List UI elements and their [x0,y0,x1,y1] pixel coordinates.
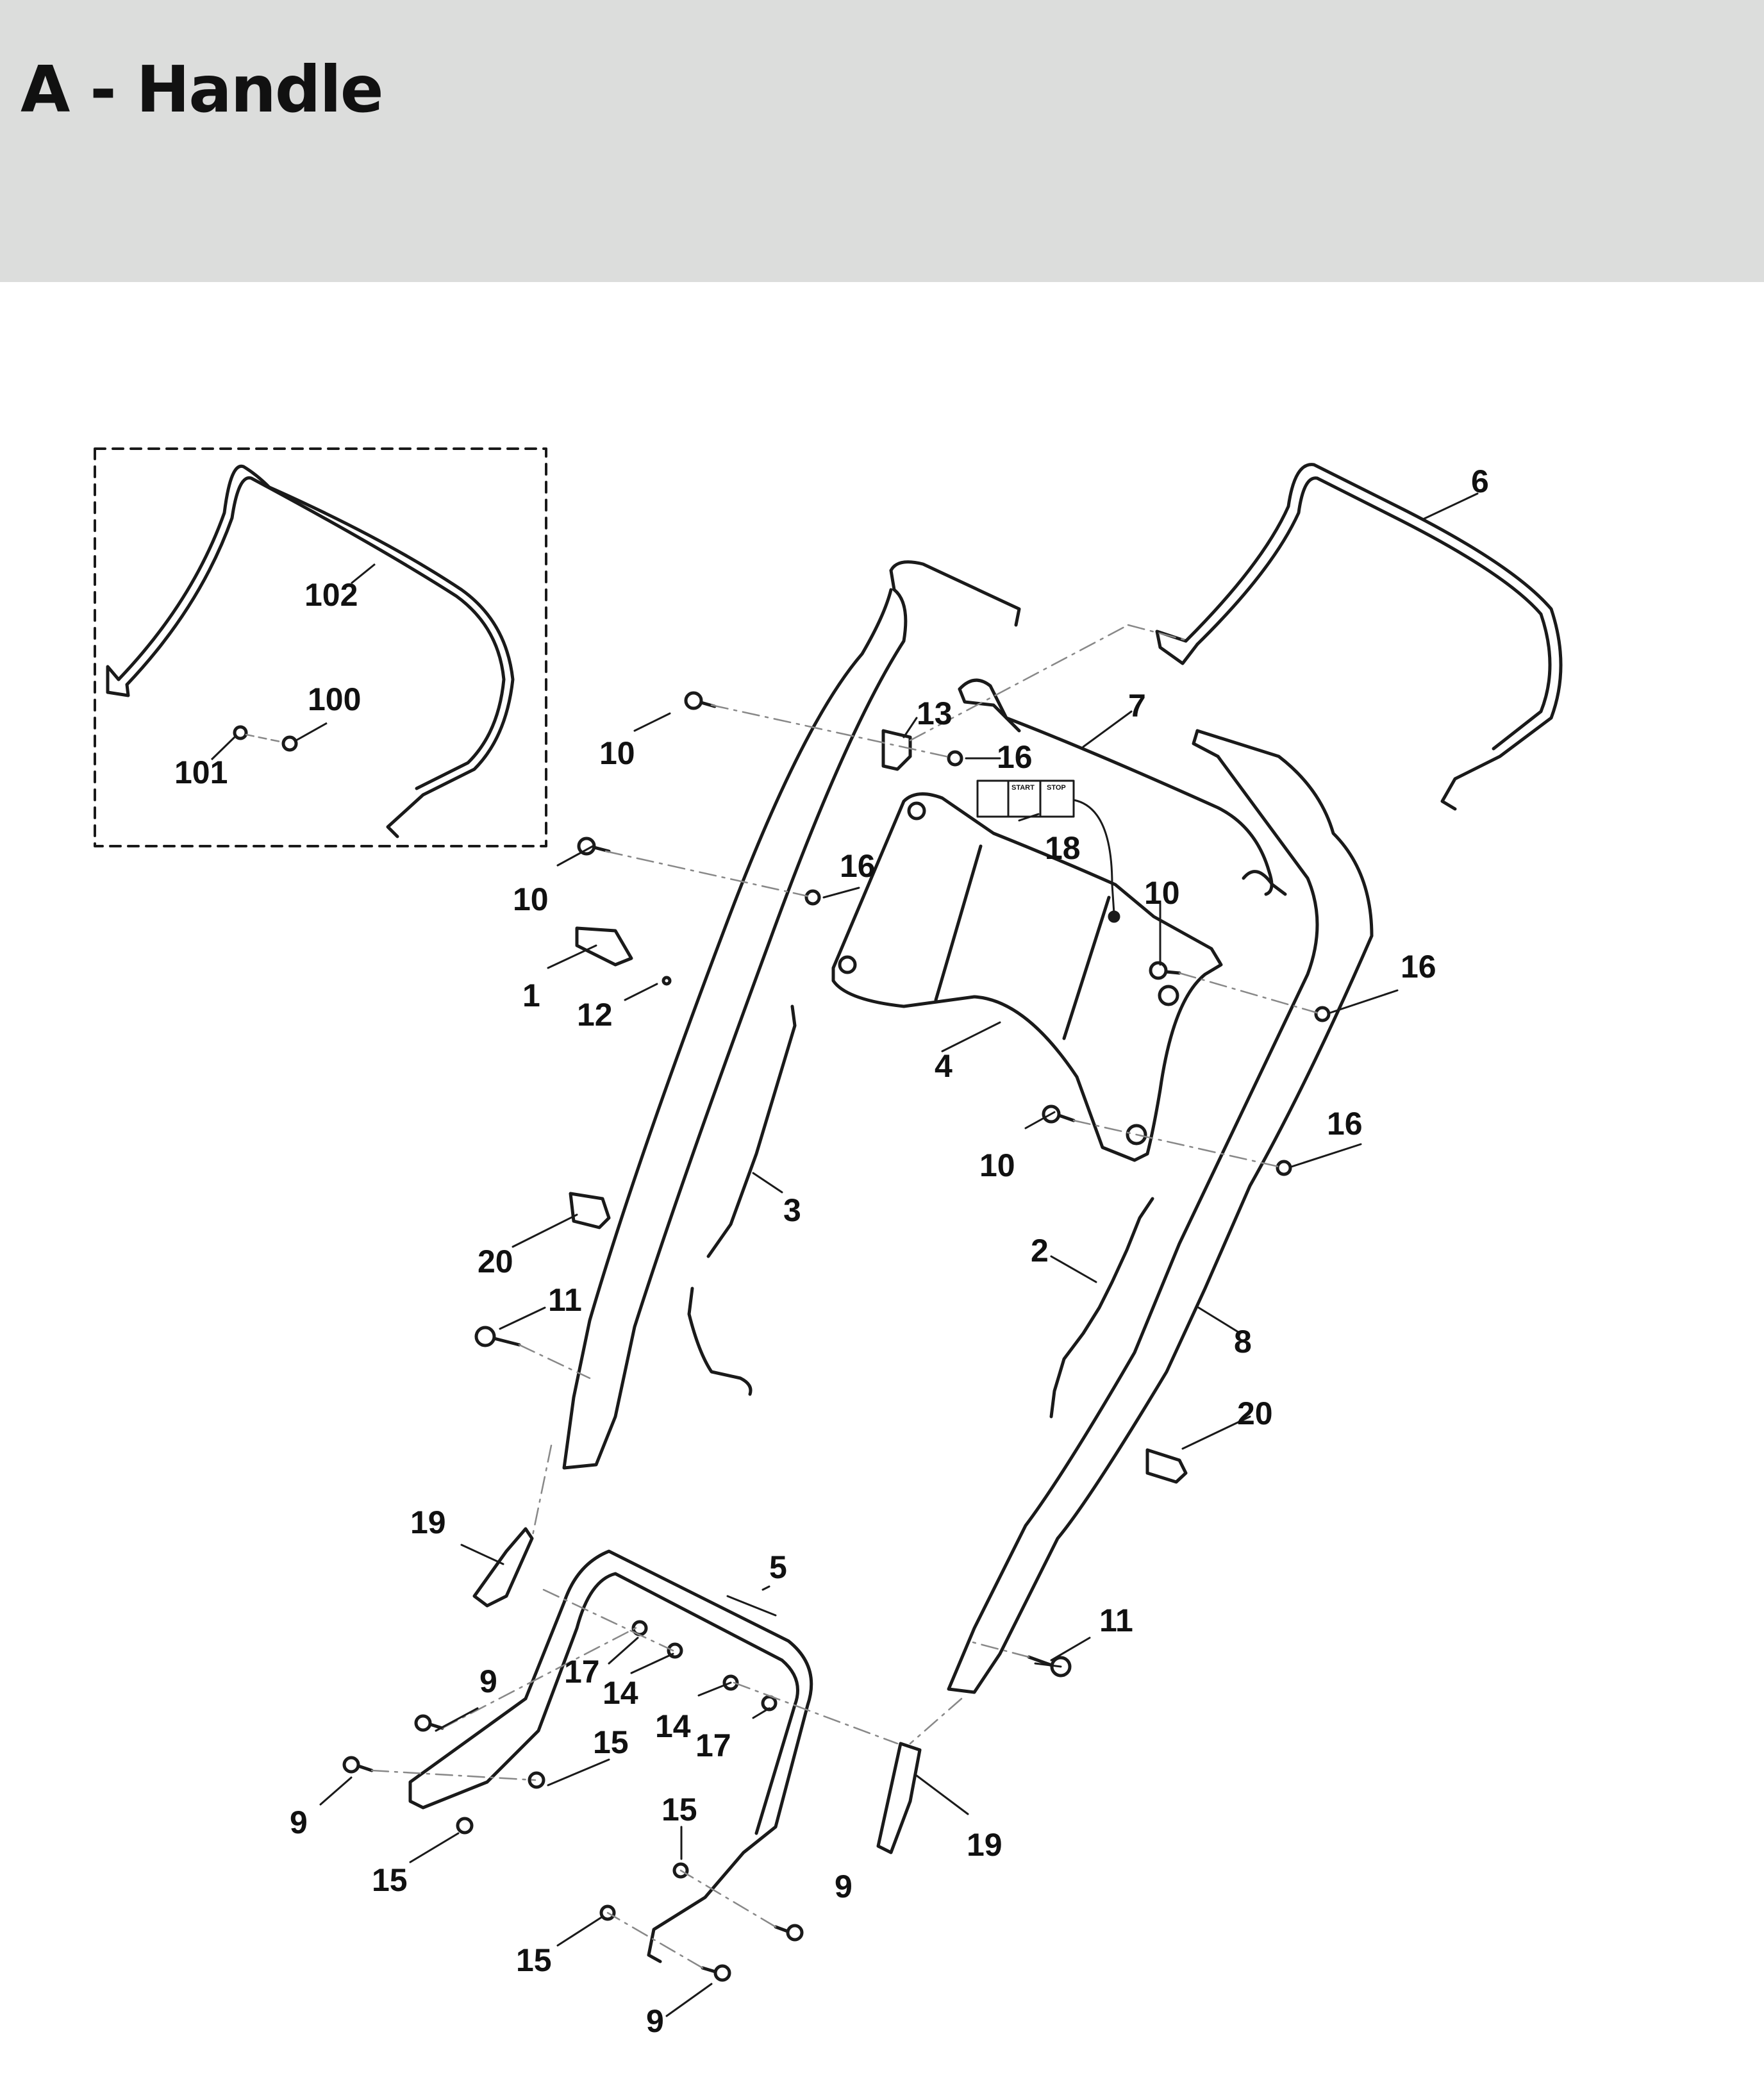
decal-start-label: START [1011,784,1035,792]
callout-20-b: 20 [1237,1395,1273,1431]
callout-10-b: 10 [513,881,549,917]
bolts [342,691,1181,1982]
callout-9-b: 9 [290,1804,308,1840]
callout-16-d: 16 [1327,1106,1363,1142]
part-2-cable [1049,1197,1154,1419]
decal-stop-label: STOP [1047,784,1066,792]
callout-13: 13 [917,695,953,731]
callout-1: 1 [522,978,540,1013]
callout-14-b: 14 [655,1708,691,1744]
part-18-decal [976,779,1120,923]
callout-11-a: 11 [548,1282,582,1318]
callout-12: 12 [577,997,613,1033]
part-8-handle-frame [562,560,1374,1694]
nuts-washers [456,750,1331,1921]
callout-100: 100 [308,681,361,717]
callout-101: 101 [174,754,228,790]
callout-14-a: 14 [603,1675,638,1711]
callout-15-b: 15 [372,1862,408,1898]
callout-4: 4 [935,1048,953,1084]
callout-17-b: 17 [695,1728,731,1763]
callout-9-a: 9 [479,1663,497,1699]
part-13-bracket [881,729,912,771]
page-title: A - Handle [21,52,384,127]
inset-box [94,447,547,847]
part-5-lower-handle [408,1549,813,1963]
part-3-cable [687,1004,797,1396]
callout-9-c: 9 [835,1869,853,1904]
callout-3: 3 [783,1192,801,1228]
header-bar: A - Handle [0,0,1764,282]
callout-11-b: 11 [1099,1603,1133,1638]
part-101-washer [233,725,248,740]
leader-100-101 [245,733,285,744]
part-19-left-clip [472,1527,534,1608]
callout-10-a: 10 [599,735,635,771]
callout-19-b: 19 [967,1827,1003,1863]
callout-18: 18 [1045,830,1081,866]
callout-2: 2 [1031,1233,1049,1269]
callout-16-b: 16 [840,848,876,884]
callout-5: 5 [769,1549,787,1585]
callout-16-c: 16 [1401,949,1436,985]
callout-8: 8 [1234,1324,1252,1360]
callout-10-c: 10 [1144,875,1180,911]
callout-15-d: 15 [516,1942,552,1978]
callout-17-a: 17 [564,1654,600,1690]
callout-19-a: 19 [410,1504,446,1540]
callout-15-c: 15 [662,1792,697,1828]
part-100-nut [281,735,298,752]
callout-leaders-inset [210,563,376,761]
callout-6: 6 [1471,463,1489,499]
callout-7: 7 [1128,688,1146,724]
part-20-lower-grip-end [1145,1448,1188,1484]
part-102-bail [106,464,515,838]
callout-10-d: 10 [979,1147,1015,1183]
callout-9-d: 9 [646,2003,664,2039]
callout-102: 102 [304,577,358,613]
callout-20-a: 20 [478,1244,513,1279]
part-20-upper-grip-end [569,1192,611,1229]
callout-16-a: 16 [997,739,1033,775]
part-4-console-panel [831,792,1223,1162]
callout-15-a: 15 [593,1724,629,1760]
callouts: 6 7 13 16 10 16 10 1 12 18 10 16 4 16 10… [174,463,1489,2039]
part-19-right-clip [876,1742,922,1854]
alignment-lines [370,624,1319,1969]
leader-lines [319,492,1479,2017]
part-1-bracket [575,926,633,967]
